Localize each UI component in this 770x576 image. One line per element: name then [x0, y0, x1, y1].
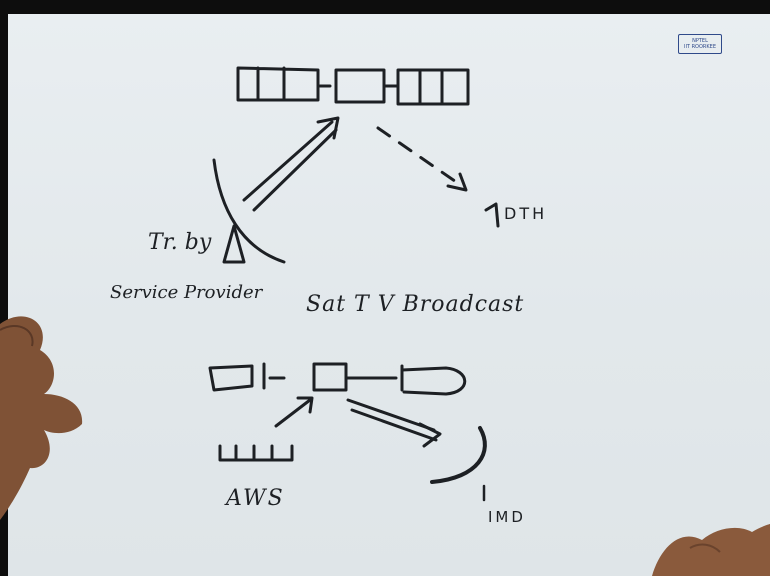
label-dth: DTH: [504, 206, 547, 222]
label-caption: Sat T V Broadcast: [306, 294, 524, 316]
satellite-bottom: [210, 364, 465, 394]
downlink-dashed-arrow: [378, 128, 466, 190]
label-transmitter-line1: Tr. by: [148, 232, 211, 254]
satellite-top: [238, 68, 468, 104]
label-aws: AWS: [226, 488, 285, 510]
dth-dish: [486, 204, 498, 226]
imd-dish: [432, 428, 485, 500]
presenter-right-hand: [652, 524, 770, 576]
imd-downlink-arrow: [348, 400, 440, 446]
aws-uplink-arrow: [276, 398, 312, 426]
uplink-arrow: [244, 118, 338, 210]
label-transmitter-line2: Service Provider: [110, 284, 262, 302]
aws-stations: [220, 446, 292, 460]
presenter-left-hand: [0, 316, 82, 520]
label-imd: IMD: [488, 510, 526, 525]
